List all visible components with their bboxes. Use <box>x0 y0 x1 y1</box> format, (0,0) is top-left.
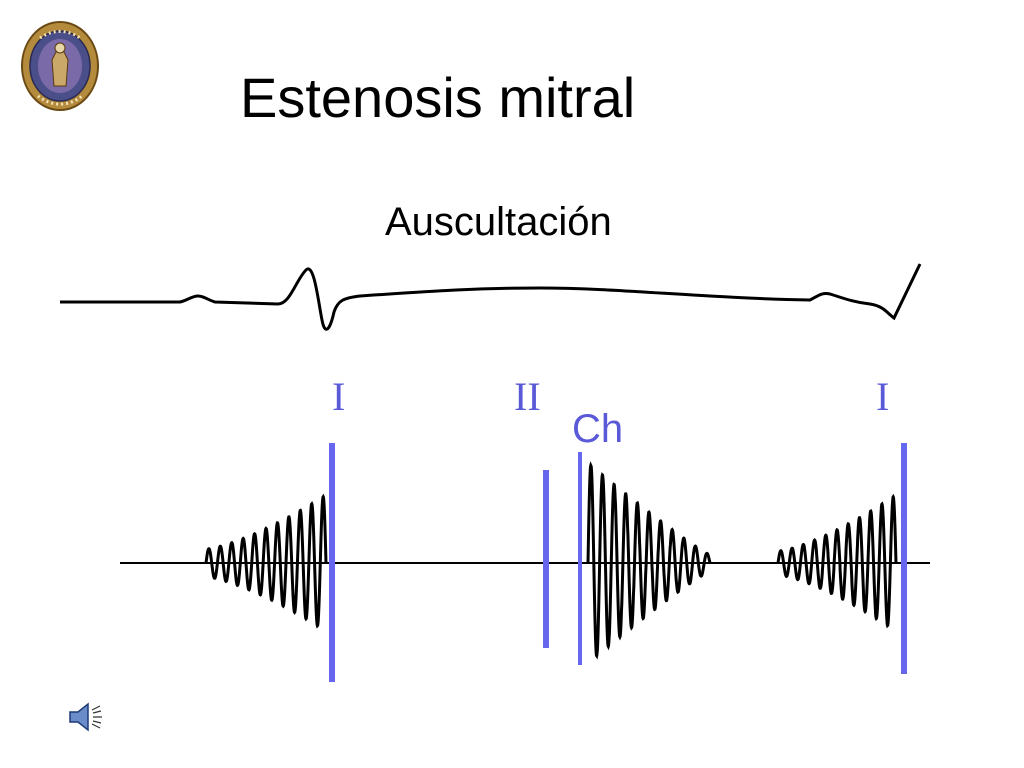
presystolic-murmur-trace-2 <box>776 493 898 629</box>
presystolic-murmur-trace <box>204 493 328 629</box>
slide-subtitle: Auscultación <box>385 200 612 244</box>
speaker-icon[interactable] <box>66 700 104 734</box>
label-s2: II <box>514 374 541 419</box>
label-s1-second: I <box>876 374 889 419</box>
slide-title: Estenosis mitral <box>240 66 636 129</box>
ecg-trace <box>60 263 922 331</box>
university-seal-icon <box>21 21 99 111</box>
label-s1-first: I <box>332 374 345 419</box>
label-opening-snap: Ch <box>572 407 623 451</box>
diastolic-rumble-trace <box>586 461 712 660</box>
